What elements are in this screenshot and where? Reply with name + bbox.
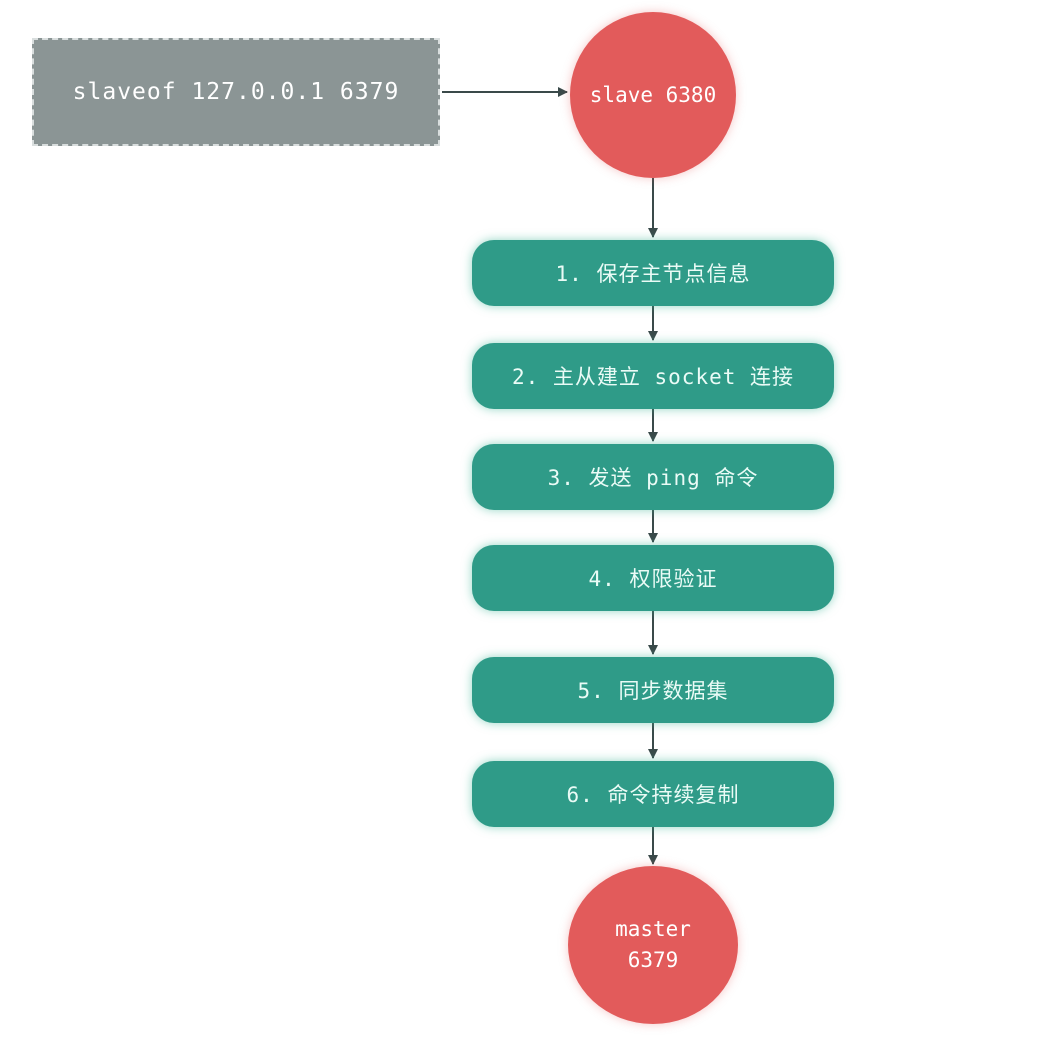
step-label: 5. 同步数据集 — [577, 679, 729, 703]
master-node-label-line1: master — [615, 917, 691, 941]
master-node-label-line2: 6379 — [627, 948, 679, 972]
step-save-master-info: 1. 保存主节点信息 — [472, 240, 834, 306]
step-label: 6. 命令持续复制 — [566, 783, 740, 807]
step-label: 4. 权限验证 — [588, 567, 718, 591]
master-node: master 6379 — [568, 866, 738, 1024]
slaveof-command-box: slaveof 127.0.0.1 6379 — [32, 38, 440, 146]
step-command-replication: 6. 命令持续复制 — [472, 761, 834, 827]
step-label: 3. 发送 ping 命令 — [547, 466, 759, 490]
slave-node-label: slave 6380 — [589, 82, 717, 107]
slaveof-command-text: slaveof 127.0.0.1 6379 — [72, 79, 400, 105]
step-send-ping: 3. 发送 ping 命令 — [472, 444, 834, 510]
step-socket-connect: 2. 主从建立 socket 连接 — [472, 343, 834, 409]
step-label: 2. 主从建立 socket 连接 — [511, 365, 795, 389]
slave-node: slave 6380 — [570, 12, 736, 178]
step-auth: 4. 权限验证 — [472, 545, 834, 611]
step-label: 1. 保存主节点信息 — [555, 262, 751, 286]
step-sync-dataset: 5. 同步数据集 — [472, 657, 834, 723]
